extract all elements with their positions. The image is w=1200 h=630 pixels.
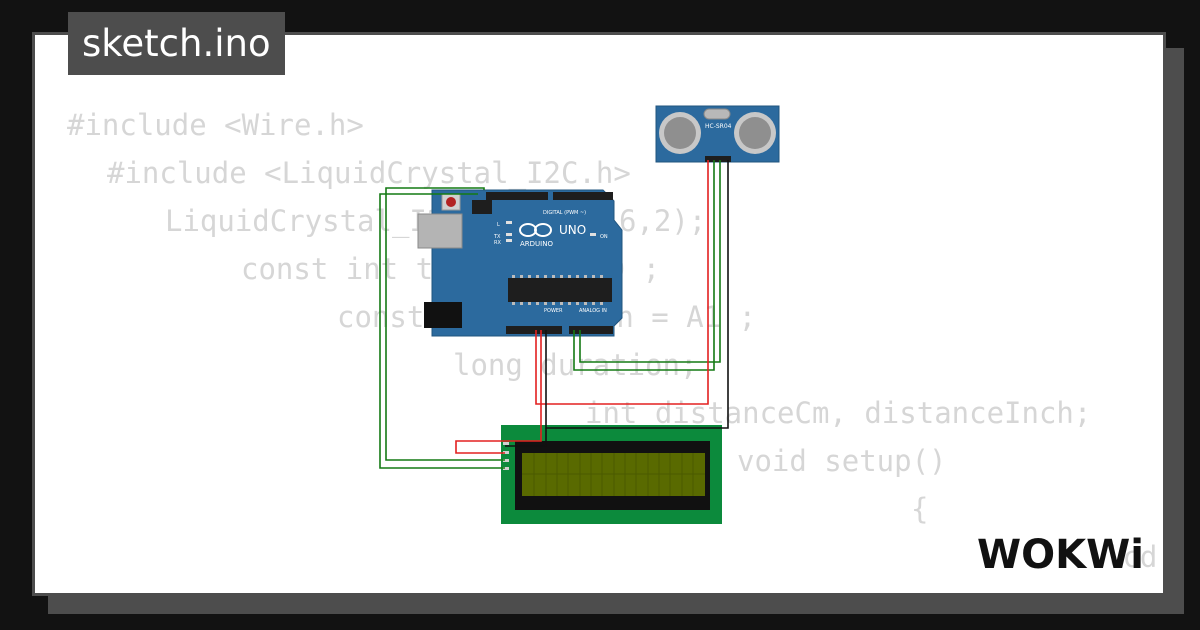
arduino-uno-board[interactable]: DIGITAL (PWM ~) UNO ARDUINO TX RX L ON P…: [417, 189, 623, 337]
led-rx-label: RX: [494, 240, 501, 246]
code-line: int distanceCm, distanceInch;: [585, 396, 1092, 430]
code-line: long duration;: [453, 348, 698, 382]
wire-vcc-lcd[interactable]: [455, 330, 542, 454]
lcd-i2c-pins: [503, 442, 509, 470]
wire-scl[interactable]: [379, 193, 505, 469]
sensor-label: HC-SR04: [705, 123, 732, 130]
hc-sr04-sensor[interactable]: HC-SR04: [655, 105, 780, 163]
wire-gnd-lcd[interactable]: [505, 428, 547, 447]
board-brand: ARDUINO: [520, 240, 553, 248]
wokwi-logo-icon: WOKWi: [977, 532, 1144, 578]
digital-header-left: [486, 192, 548, 200]
wire-gnd-sensor[interactable]: [545, 160, 729, 429]
code-line: lcd: [1105, 540, 1158, 574]
wire-trig[interactable]: [573, 160, 715, 371]
file-tab[interactable]: sketch.ino: [68, 12, 285, 75]
crystal-icon: [703, 108, 731, 120]
analog-label: ANALOG IN: [579, 308, 607, 314]
code-line: void setup(): [737, 444, 947, 478]
wokwi-logo-text: WOKWi: [977, 532, 1144, 578]
power-label: POWER: [544, 308, 563, 314]
wire-echo[interactable]: [579, 160, 721, 363]
led-l-label: L: [497, 222, 500, 228]
code-line: #include <Wire.h>: [67, 108, 364, 142]
code-line: #include <LiquidCrystal_I2C.h>: [107, 156, 631, 190]
power-header: [506, 326, 562, 334]
lcd-16x2-display[interactable]: [501, 425, 722, 524]
arduino-logo-icon: [519, 223, 552, 237]
wire-sda[interactable]: [385, 187, 505, 461]
sensor-pins: [705, 156, 731, 162]
power-jack-icon: [424, 302, 462, 328]
lcd-char-grid: [522, 453, 705, 496]
digital-header-right: [553, 192, 613, 200]
wire-vcc-sensor[interactable]: [535, 160, 709, 405]
code-line: {: [911, 492, 929, 526]
atmega-chip: [508, 278, 612, 302]
usb-port-icon: [417, 213, 463, 249]
reset-button-icon: [446, 197, 456, 207]
digital-label: DIGITAL (PWM ~): [543, 210, 586, 216]
analog-header: [569, 326, 613, 334]
led-on-label: ON: [600, 234, 608, 240]
wires: [379, 160, 729, 469]
led-tx-label: TX: [493, 234, 501, 240]
board-model: UNO: [559, 223, 586, 237]
